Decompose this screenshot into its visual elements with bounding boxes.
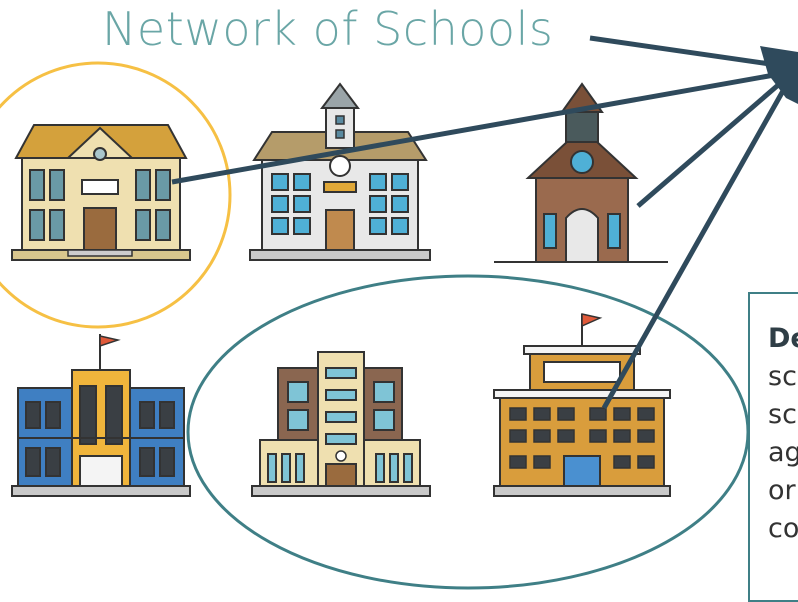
convergence-arrowhead-icon (760, 46, 798, 104)
definition-line: sc (768, 399, 797, 430)
diagram-title: Network of Schools (102, 2, 554, 56)
definition-line: or (768, 475, 796, 506)
definition-term: De (768, 323, 798, 354)
blue-school-building-icon (11, 334, 191, 497)
definition-line: co (768, 513, 798, 544)
tall-school-building-icon (251, 351, 431, 497)
arrow-from-school-1 (171, 71, 781, 185)
definition-box: De sc sc ag or co (748, 292, 798, 602)
school-building-1-icon (11, 124, 191, 261)
highlight-circle (0, 61, 232, 329)
orange-school-building-icon (493, 313, 671, 497)
definition-line: sc (768, 361, 797, 392)
arrow-from-title (589, 35, 785, 69)
chapel-school-icon (494, 82, 668, 263)
arrow-from-chapel (636, 78, 786, 208)
definition-line: ag (768, 437, 798, 468)
arrow-from-orange-school (601, 80, 791, 410)
school-building-clock-tower-icon (249, 82, 431, 261)
